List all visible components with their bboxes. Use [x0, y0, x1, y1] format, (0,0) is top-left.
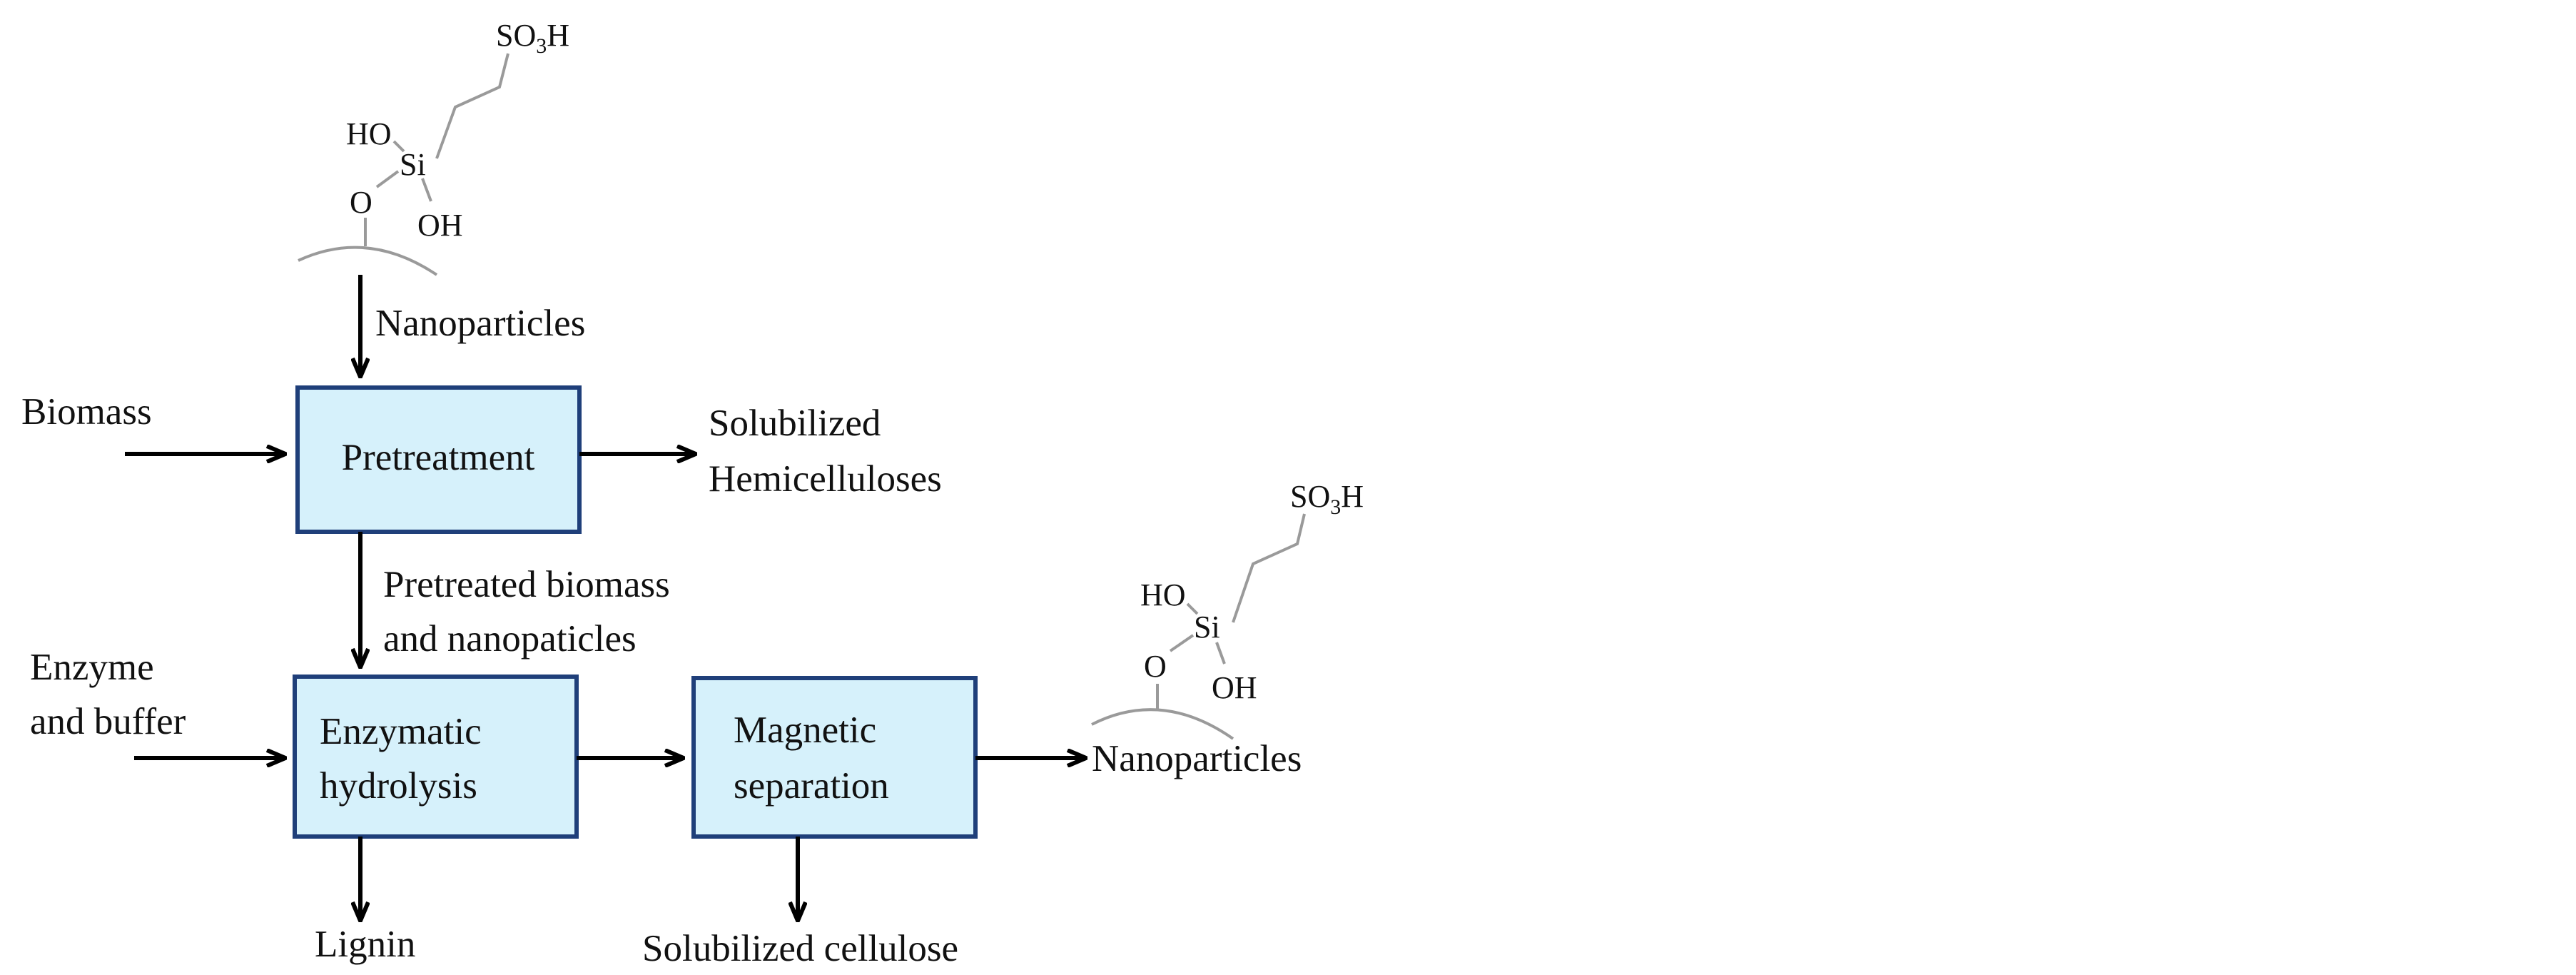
molecule-o-right: O	[1144, 649, 1167, 684]
magnetic-separation-box	[691, 676, 978, 839]
nanoparticle-surface-arc-top	[298, 246, 438, 276]
molecule-si-top: Si	[400, 147, 426, 182]
molecule-si-right: Si	[1194, 610, 1220, 645]
molecule-oh-right: OH	[1212, 670, 1257, 705]
pretreatment-label: Pretreatment	[342, 437, 535, 478]
molecule-o-top: O	[350, 185, 372, 220]
nanoparticles-top-label: Nanoparticles	[375, 303, 585, 344]
bond-ho-si-top	[392, 140, 405, 153]
solubilized-hemicelluloses-label-line1: Solubilized	[709, 403, 881, 444]
pretreatment-box	[295, 385, 582, 534]
enzyme-buffer-label-line1: Enzyme	[30, 647, 154, 688]
molecule-ho-right: HO	[1140, 577, 1186, 612]
molecule-so3h-right: SO3H	[1290, 479, 1364, 519]
bond-si-oh-top	[421, 178, 432, 202]
propyl-chain-right	[1232, 513, 1306, 623]
bond-o-si-top	[375, 170, 400, 188]
nanoparticle-surface-arc-right	[1091, 708, 1234, 740]
magnetic-separation-label-line2: separation	[734, 765, 889, 807]
bond-o-si-right	[1169, 634, 1195, 652]
molecule-ho-top: HO	[346, 116, 392, 151]
enzymatic-hydrolysis-box	[293, 675, 579, 839]
propyl-chain-top	[435, 53, 509, 159]
nanoparticles-right-label: Nanoparticles	[1092, 738, 1302, 779]
enzymatic-hydrolysis-label-line2: hydrolysis	[320, 765, 477, 807]
magnetic-separation-label-line1: Magnetic	[734, 709, 876, 751]
enzymatic-hydrolysis-label-line1: Enzymatic	[320, 711, 482, 752]
enzyme-buffer-label-line2: and buffer	[30, 701, 186, 742]
bond-ho-si-right	[1186, 602, 1199, 615]
biomass-label: Biomass	[21, 391, 152, 433]
solubilized-cellulose-label: Solubilized cellulose	[642, 928, 958, 969]
lignin-label: Lignin	[315, 924, 415, 965]
pretreated-biomass-label-line1: Pretreated biomass	[383, 564, 670, 605]
molecule-so3h-top: SO3H	[496, 18, 569, 58]
pretreated-biomass-label-line2: and nanopaticles	[383, 618, 637, 660]
molecule-right: SO3H HO Si O OH	[1091, 479, 1364, 740]
bond-si-oh-right	[1215, 642, 1226, 665]
solubilized-hemicelluloses-label-line2: Hemicelluloses	[709, 458, 942, 500]
molecule-top: SO3H HO Si O OH	[298, 18, 569, 276]
molecule-oh-top: OH	[417, 208, 463, 243]
